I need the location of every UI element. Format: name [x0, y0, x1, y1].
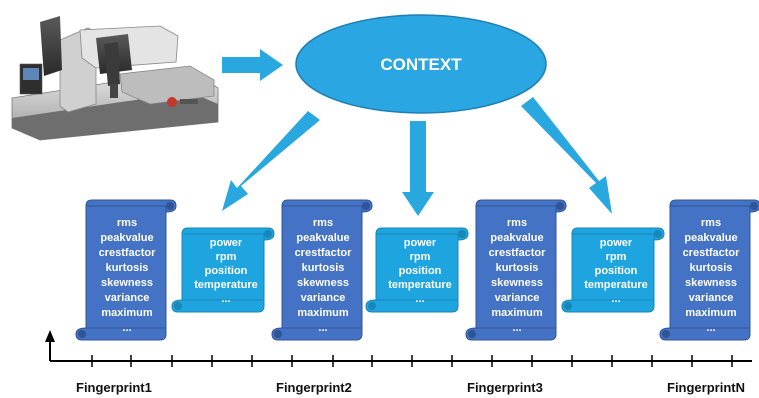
feature-text: skewness: [101, 277, 153, 289]
context-scroll-3: power rpm position temperature...: [561, 227, 665, 313]
feature-text: skewness: [297, 277, 349, 289]
feature-text: rms: [701, 217, 721, 229]
vibration-scroll-3: rms peakvalue crestfactor kurtosis skewness v…: [465, 199, 567, 341]
feature-text: kurtosis: [302, 262, 345, 274]
feature-text: peakvalue: [684, 232, 737, 244]
feature-text: ...: [611, 293, 620, 305]
timeline-ticks: [91, 355, 733, 367]
feature-text: rms: [313, 217, 333, 229]
context-arrow-left: [222, 111, 320, 211]
fingerprint-scrolls: rms peakvalue crestfactor kurtosis skewness v…: [75, 199, 759, 341]
feature-text: power: [600, 237, 633, 249]
fingerprint-label-1: Fingerprint1: [76, 380, 152, 395]
vibration-scroll-1: rms peakvalue crestfactor kurtosis skewness v…: [75, 199, 177, 341]
feature-text: ...: [706, 322, 715, 334]
feature-text: kurtosis: [690, 262, 733, 274]
feature-text: rpm: [216, 251, 237, 263]
feature-text: position: [399, 265, 442, 277]
feature-text: rms: [117, 217, 137, 229]
feature-text: peakvalue: [296, 232, 349, 244]
context-scroll-1: power rpm position temperature...: [171, 227, 275, 313]
machine-tool-image: [11, 16, 219, 141]
fingerprint-label-n: FingerprintN: [667, 380, 745, 395]
feature-text: variance: [495, 292, 540, 304]
feature-text: maximum: [297, 307, 349, 319]
feature-text: skewness: [491, 277, 543, 289]
feature-text: temperature: [194, 279, 258, 291]
feature-text: crestfactor: [683, 247, 741, 259]
feature-text: skewness: [685, 277, 737, 289]
feature-text: maximum: [491, 307, 543, 319]
vibration-scroll-2: rms peakvalue crestfactor kurtosis skewness v…: [271, 199, 373, 341]
feature-text: ...: [318, 322, 327, 334]
vibration-scroll-4: rms peakvalue crestfactor kurtosis skewness v…: [659, 199, 759, 341]
feature-text: ...: [122, 322, 131, 334]
feature-text: ...: [415, 293, 424, 305]
feature-text: power: [404, 237, 437, 249]
feature-text: position: [595, 265, 638, 277]
feature-text: maximum: [685, 307, 737, 319]
context-node: CONTEXT: [295, 14, 547, 114]
context-to-fingerprint-arrows: [222, 97, 612, 216]
feature-text: peakvalue: [490, 232, 543, 244]
context-arrow-center: [402, 121, 434, 216]
machine-to-context-arrow: [222, 49, 283, 81]
feature-text: power: [210, 237, 243, 249]
feature-text: variance: [689, 292, 734, 304]
feature-text: position: [205, 265, 248, 277]
feature-text: crestfactor: [489, 247, 547, 259]
feature-text: crestfactor: [295, 247, 353, 259]
feature-text: crestfactor: [99, 247, 157, 259]
context-ellipse: [295, 14, 547, 114]
feature-text: peakvalue: [100, 232, 153, 244]
feature-text: variance: [105, 292, 150, 304]
feature-text: kurtosis: [106, 262, 149, 274]
feature-text: ...: [221, 293, 230, 305]
fingerprint-labels: Fingerprint1 Fingerprint2 Fingerprint3 F…: [76, 380, 745, 395]
fingerprint-label-2: Fingerprint2: [276, 380, 352, 395]
feature-text: maximum: [101, 307, 153, 319]
timeline: [45, 330, 752, 367]
feature-text: kurtosis: [496, 262, 539, 274]
feature-text: variance: [301, 292, 346, 304]
context-scroll-2: power rpm position temperature...: [365, 227, 469, 313]
timeline-arrowhead: [45, 330, 55, 342]
feature-text: temperature: [388, 279, 452, 291]
context-label: CONTEXT: [380, 55, 462, 74]
fingerprint-label-3: Fingerprint3: [467, 380, 543, 395]
feature-text: temperature: [584, 279, 648, 291]
feature-text: rpm: [606, 251, 627, 263]
context-arrow-right: [521, 97, 612, 214]
feature-text: rms: [507, 217, 527, 229]
feature-text: rpm: [410, 251, 431, 263]
feature-text: ...: [512, 322, 521, 334]
